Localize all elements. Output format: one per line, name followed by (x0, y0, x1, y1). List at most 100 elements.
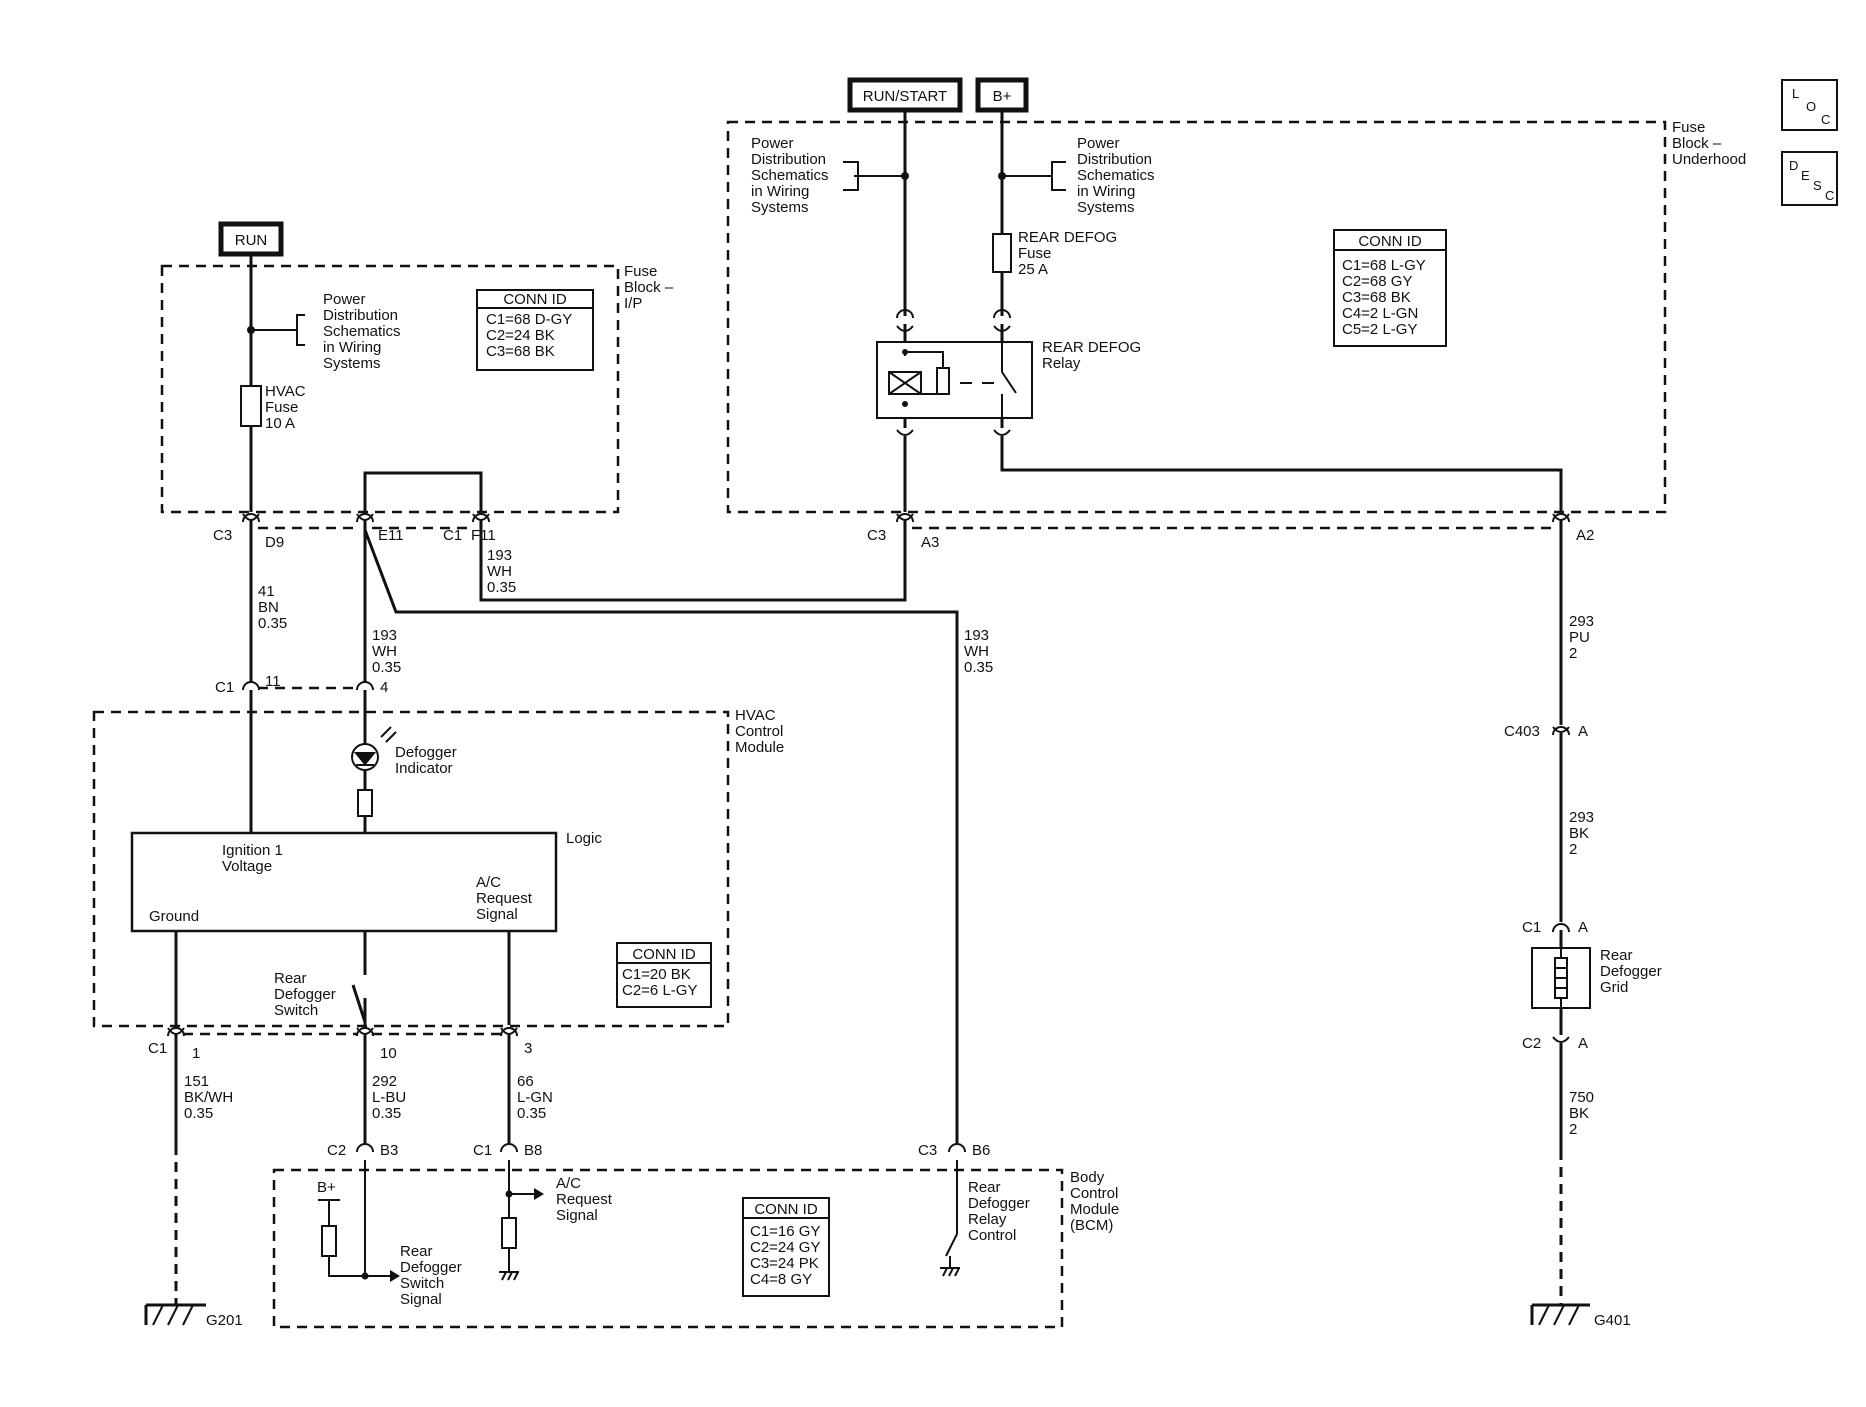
diagram-label: 193 (372, 627, 397, 644)
diagram-label: Systems (751, 199, 809, 216)
diagram-label: BK (1569, 1105, 1589, 1122)
diagram-label: 193 (964, 627, 989, 644)
diagram-label: REAR DEFOG (1042, 339, 1141, 356)
ip-power-dist-note: Power (323, 291, 366, 308)
ground-g201-icon (144, 1303, 206, 1326)
diagram-label: C3 (918, 1142, 937, 1159)
diagram-label: C1 (1522, 919, 1541, 936)
diagram-label: 292 (372, 1073, 397, 1090)
diagram-label: B6 (972, 1142, 990, 1159)
diagram-label: 2 (1569, 841, 1577, 858)
diagram-label: Defogger (400, 1259, 462, 1276)
diagram-label: PU (1569, 629, 1590, 646)
diagram-label: Ignition 1 (222, 842, 283, 859)
diagram-label: C4=8 GY (750, 1271, 812, 1288)
diagram-label: C (1825, 188, 1834, 203)
diagram-label: B3 (380, 1142, 398, 1159)
diagram-label: Systems (323, 355, 381, 372)
diagram-label: A/C (556, 1175, 581, 1192)
diagram-label: 4 (380, 679, 388, 696)
diagram-label: C1=68 L-GY (1342, 257, 1426, 274)
diagram-label: Indicator (395, 760, 453, 777)
diagram-label: A (1578, 723, 1588, 740)
diagram-label: C2=24 GY (750, 1239, 820, 1256)
diagram-label: 2 (1569, 1121, 1577, 1138)
diagram-label: Ground (149, 908, 199, 925)
run-source: RUN (218, 221, 284, 257)
body-control-module: Body Control Module (BCM) B+ Rear Defogg… (272, 1160, 1119, 1329)
diagram-label: Rear (1600, 947, 1633, 964)
diagram-label: Signal (556, 1207, 598, 1224)
diagram-label: 193 (487, 547, 512, 564)
desc-icon[interactable]: D E S C (1781, 151, 1838, 206)
diagram-label: G201 (206, 1312, 243, 1329)
diagram-label: Control (1070, 1185, 1118, 1202)
diagram-label: BN (258, 599, 279, 616)
diagram-label: (BCM) (1070, 1217, 1113, 1234)
diagram-label: Relay (1042, 355, 1081, 372)
diagram-label: 10 A (265, 415, 295, 432)
diagram-label: 293 (1569, 809, 1594, 826)
diagram-label: Defogger (274, 986, 336, 1003)
diagram-label: 66 (517, 1073, 534, 1090)
diagram-label: Defogger (968, 1195, 1030, 1212)
bcm-ac-ground-icon (499, 1271, 519, 1281)
rear-defogger-grid (1531, 947, 1591, 1009)
diagram-label: 0.35 (517, 1105, 546, 1122)
diagram-label: I/P (624, 295, 642, 312)
rear-defog-relay (876, 341, 1033, 419)
diagram-label: in Wiring (751, 183, 809, 200)
diagram-label: C1=20 BK (622, 966, 691, 983)
diagram-label: L-GN (517, 1089, 553, 1106)
diagram-label: Request (476, 890, 533, 907)
diagram-label: Fuse (1018, 245, 1051, 262)
diagram-label: Systems (1077, 199, 1135, 216)
diagram-label: HVAC (265, 383, 306, 400)
hvac-control-module: HVAC Control Module Defogger Indicator L… (92, 707, 784, 1028)
diagram-label: Signal (476, 906, 518, 923)
diagram-label: C1 (443, 527, 462, 544)
diagram-label: C2=68 GY (1342, 273, 1412, 290)
hvac-fuse (240, 385, 262, 427)
ip-conn-id-table: CONN ID C1=68 D-GY C2=24 BK C3=68 BK (476, 289, 594, 371)
rear-defogger-switch (351, 984, 367, 1023)
diagram-label: 0.35 (258, 615, 287, 632)
loc-icon[interactable]: L O C (1781, 79, 1838, 131)
diagram-label: Schematics (1077, 167, 1155, 184)
diagram-label: Relay (968, 1211, 1007, 1228)
diagram-label: 25 A (1018, 261, 1048, 278)
diagram-label: Fuse (265, 399, 298, 416)
diagram-label: C5=2 L-GY (1342, 321, 1417, 338)
diagram-label: Schematics (751, 167, 829, 184)
diagram-label: Control (968, 1227, 1016, 1244)
diagram-label: WH (487, 563, 512, 580)
diagram-label: C1=68 D-GY (486, 311, 572, 328)
diagram-label: 0.35 (372, 1105, 401, 1122)
diagram-label: RUN/START (863, 88, 947, 105)
diagram-label: Distribution (1077, 151, 1152, 168)
diagram-label: 750 (1569, 1089, 1594, 1106)
diagram-label: B+ (317, 1179, 336, 1196)
diagram-label: A (1578, 919, 1588, 936)
diagram-label: REAR DEFOG (1018, 229, 1117, 246)
diagram-label: in Wiring (1077, 183, 1135, 200)
diagram-label: A (1578, 1035, 1588, 1052)
diagram-label: C3 (867, 527, 886, 544)
diagram-label: L-BU (372, 1089, 406, 1106)
connector-arcs (167, 309, 1570, 1153)
diagram-label: BK (1569, 825, 1589, 842)
diagram-label: WH (372, 643, 397, 660)
diagram-label: E11 (378, 527, 404, 544)
diagram-label: 10 (380, 1045, 397, 1062)
diagram-label: 151 (184, 1073, 209, 1090)
diagram-label: Distribution (751, 151, 826, 168)
diagram-label: C1=16 GY (750, 1223, 820, 1240)
diagram-label: C2 (1522, 1035, 1541, 1052)
diagram-label: 11 (265, 673, 281, 690)
rear-defog-fuse (992, 233, 1012, 273)
diagram-label: E (1801, 168, 1810, 183)
diagram-label: Rear (968, 1179, 1001, 1196)
diagram-label: Body (1070, 1169, 1105, 1186)
diagram-label: 0.35 (487, 579, 516, 596)
